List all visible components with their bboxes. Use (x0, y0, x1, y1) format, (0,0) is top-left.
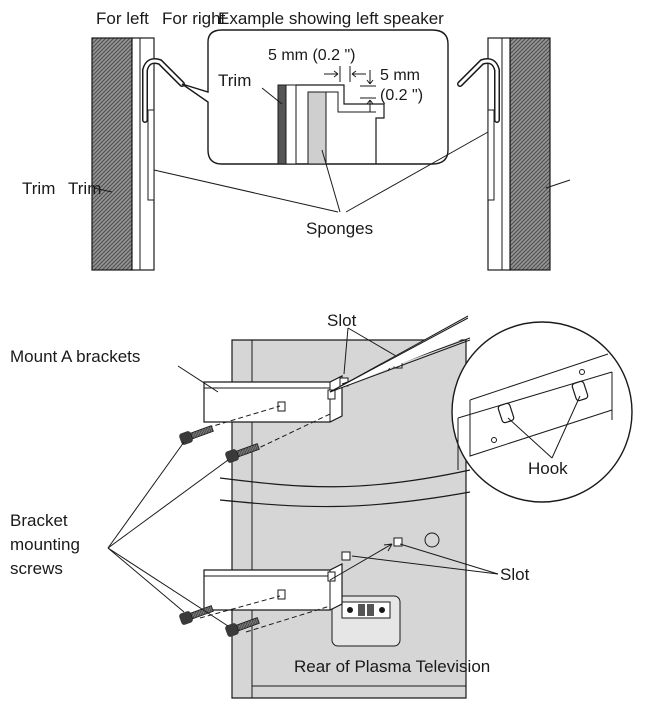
right-speaker (457, 37, 551, 271)
gap-vertical-value: 5 mm (380, 67, 420, 84)
screws-label-line1: Bracket (10, 511, 68, 530)
caption-right: For right (162, 9, 226, 28)
detail-callout (181, 29, 449, 165)
screws-label-line2: mounting (10, 535, 80, 554)
trim-label-left: Trim (22, 179, 56, 198)
sponges-label: Sponges (306, 219, 374, 238)
gap-vertical-inch: (0.2 ") (380, 87, 424, 104)
gap-horizontal-label: 5 mm (0.2 ") (268, 47, 356, 64)
mount-brackets-label: Mount A brackets (10, 347, 141, 366)
screws-label-line3: screws (10, 559, 63, 578)
slot-label-bottom: Slot (500, 565, 530, 584)
slot-label-top: Slot (327, 311, 357, 330)
top-leaders (93, 131, 571, 213)
caption-example: Example showing left speaker (218, 9, 444, 28)
screws (179, 425, 260, 637)
hook-label: Hook (528, 459, 568, 478)
rear-tv-label: Rear of Plasma Television (294, 657, 491, 676)
left-speaker (91, 37, 185, 271)
hook-detail (329, 315, 633, 503)
trim-label-right: Trim (68, 179, 102, 198)
upper-bracket (203, 359, 403, 423)
screw-leaders (107, 327, 499, 627)
caption-left: For left (96, 9, 149, 28)
callout-trim-label: Trim (218, 71, 252, 90)
